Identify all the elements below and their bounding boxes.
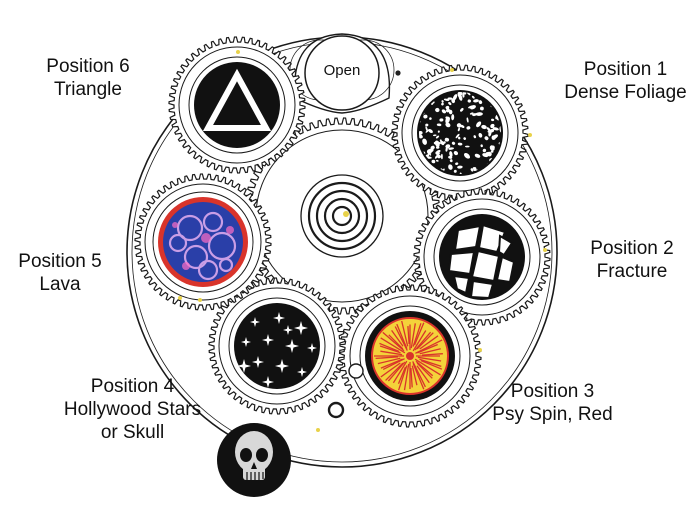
screw: [528, 133, 532, 137]
lava-gobo: [158, 197, 248, 287]
skull-gobo: [217, 423, 291, 497]
screw: [316, 428, 320, 432]
psy-spin-red-gobo: [365, 311, 455, 401]
screw: [236, 50, 240, 54]
triangle-gobo: [194, 62, 280, 148]
screw: [450, 68, 454, 72]
hollywood-stars-gobo: [234, 303, 320, 389]
screw: [478, 348, 482, 352]
mount-hole: [349, 364, 363, 378]
screw: [198, 298, 202, 302]
open-label: Open: [312, 62, 372, 80]
center-hub: [301, 175, 383, 257]
screw: [178, 296, 182, 300]
mount-hole: [329, 403, 343, 417]
fracture-gobo: [439, 214, 525, 300]
screw: [543, 248, 547, 252]
